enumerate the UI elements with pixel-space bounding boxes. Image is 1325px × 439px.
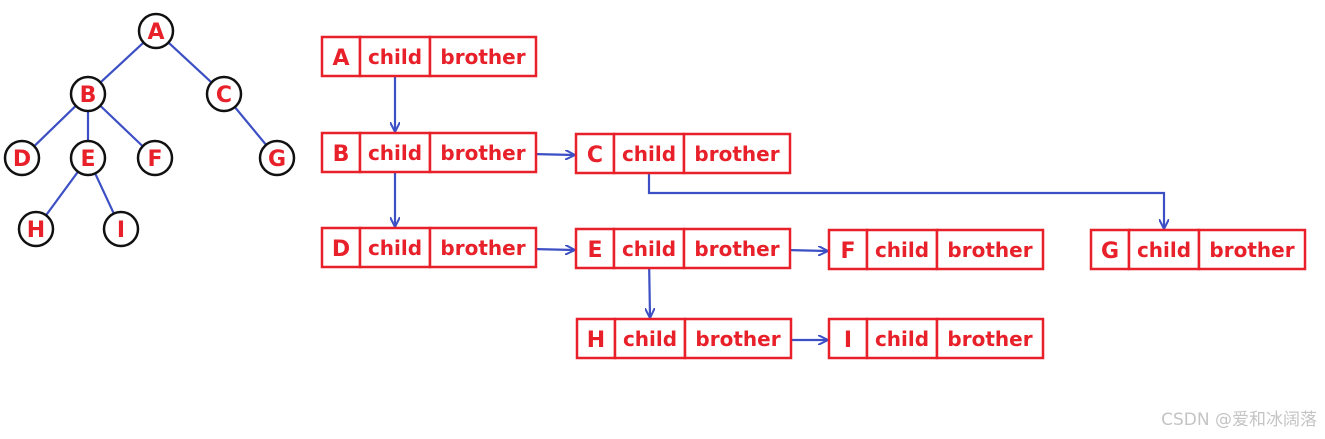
tree-node-label: D [13, 147, 31, 172]
child-link-c-g [647, 162, 1164, 228]
record-data-label: C [587, 143, 603, 168]
record-child-cell [358, 35, 432, 78]
record-data-label: E [587, 238, 602, 263]
tree-node-label: G [268, 147, 286, 172]
record-data-label: F [840, 239, 855, 264]
tree-node-label: B [80, 83, 97, 108]
record-child-cell [612, 132, 686, 175]
tree-node-circle [3, 139, 41, 177]
record-brother-label: brother [440, 141, 525, 165]
record-brother-cell [682, 132, 792, 175]
record-child-cell [613, 317, 687, 360]
record-data-label: G [1101, 239, 1119, 264]
brother-link-d-e [531, 249, 574, 250]
record-brother-cell [682, 227, 792, 270]
tree-edge-b-f [99, 104, 144, 148]
brother-link-e-f [785, 250, 827, 251]
brother-link-b-c [531, 154, 574, 155]
record-data-label: I [844, 328, 852, 353]
record-child-label: child [623, 327, 677, 351]
record-child-label: child [622, 237, 676, 261]
record-data-cell [320, 226, 362, 269]
tree-node-label: A [147, 20, 164, 45]
tree-node-circle [258, 139, 296, 177]
record-brother-cell [428, 131, 538, 174]
record-brother-cell [1197, 228, 1307, 271]
tree-edge-e-h [45, 171, 79, 216]
tree-node-label: C [216, 83, 232, 108]
record-child-label: child [1137, 238, 1191, 262]
tree-edge-a-c [167, 41, 213, 84]
record-data-label: D [332, 237, 350, 262]
tree-node-label: F [147, 147, 162, 172]
record-data-label: B [333, 142, 350, 167]
tree-node-g: G [258, 139, 296, 177]
record-brother-label: brother [947, 327, 1032, 351]
tree-node-f: F [136, 139, 174, 177]
tree-node-h: H [17, 210, 55, 248]
record-data-cell [827, 228, 869, 271]
tree-node-circle [136, 139, 174, 177]
tree-node-label: I [117, 218, 125, 243]
tree-node-circle [205, 75, 243, 113]
tree-node-c: C [205, 75, 243, 113]
record-brother-cell [683, 317, 793, 360]
record-child-cell [358, 131, 432, 174]
tree-node-e: E [69, 139, 107, 177]
record-child-label: child [622, 142, 676, 166]
record-brother-cell [935, 228, 1045, 271]
tree-node-label: E [80, 147, 95, 172]
tree-node-d: D [3, 139, 41, 177]
record-brother-label: brother [695, 327, 780, 351]
record-child-label: child [875, 238, 929, 262]
record-brother-label: brother [947, 238, 1032, 262]
record-child-label: child [368, 45, 422, 69]
record-data-cell [574, 132, 616, 175]
record-links [395, 65, 1164, 340]
tree-node-i: I [102, 210, 140, 248]
record-brother-label: brother [1209, 238, 1294, 262]
tree-edge-b-d [33, 105, 77, 147]
record-data-cell [827, 317, 869, 360]
record-child-label: child [368, 236, 422, 260]
tree-node-b: B [69, 75, 107, 113]
tree-node-circle [69, 75, 107, 113]
tree-node-circle [137, 12, 175, 50]
record-brother-cell [935, 317, 1045, 360]
tree-node-circle [17, 210, 55, 248]
tree-edges [33, 41, 268, 216]
tree-nodes: A B C D E F G H I [3, 12, 296, 248]
tree-node-circle [102, 210, 140, 248]
record-brother-label: brother [694, 237, 779, 261]
record-data-label: A [332, 46, 349, 71]
record-data-label: H [587, 328, 605, 353]
record-data-cell [320, 35, 362, 78]
record-brother-label: brother [440, 236, 525, 260]
record-brother-label: brother [694, 142, 779, 166]
tree-edge-e-i [94, 172, 115, 215]
watermark: CSDN @爱和冰阔落 [1161, 410, 1317, 430]
tree-node-a: A [137, 12, 175, 50]
record-child-label: child [875, 327, 929, 351]
record-brother-label: brother [440, 45, 525, 69]
record-brother-cell [428, 35, 538, 78]
tree-node-label: H [27, 218, 45, 243]
tree-edge-a-b [99, 41, 145, 84]
tree-node-circle [69, 139, 107, 177]
tree-edge-c-g [233, 106, 268, 146]
record-brother-cell [428, 226, 538, 269]
record-child-label: child [368, 141, 422, 165]
